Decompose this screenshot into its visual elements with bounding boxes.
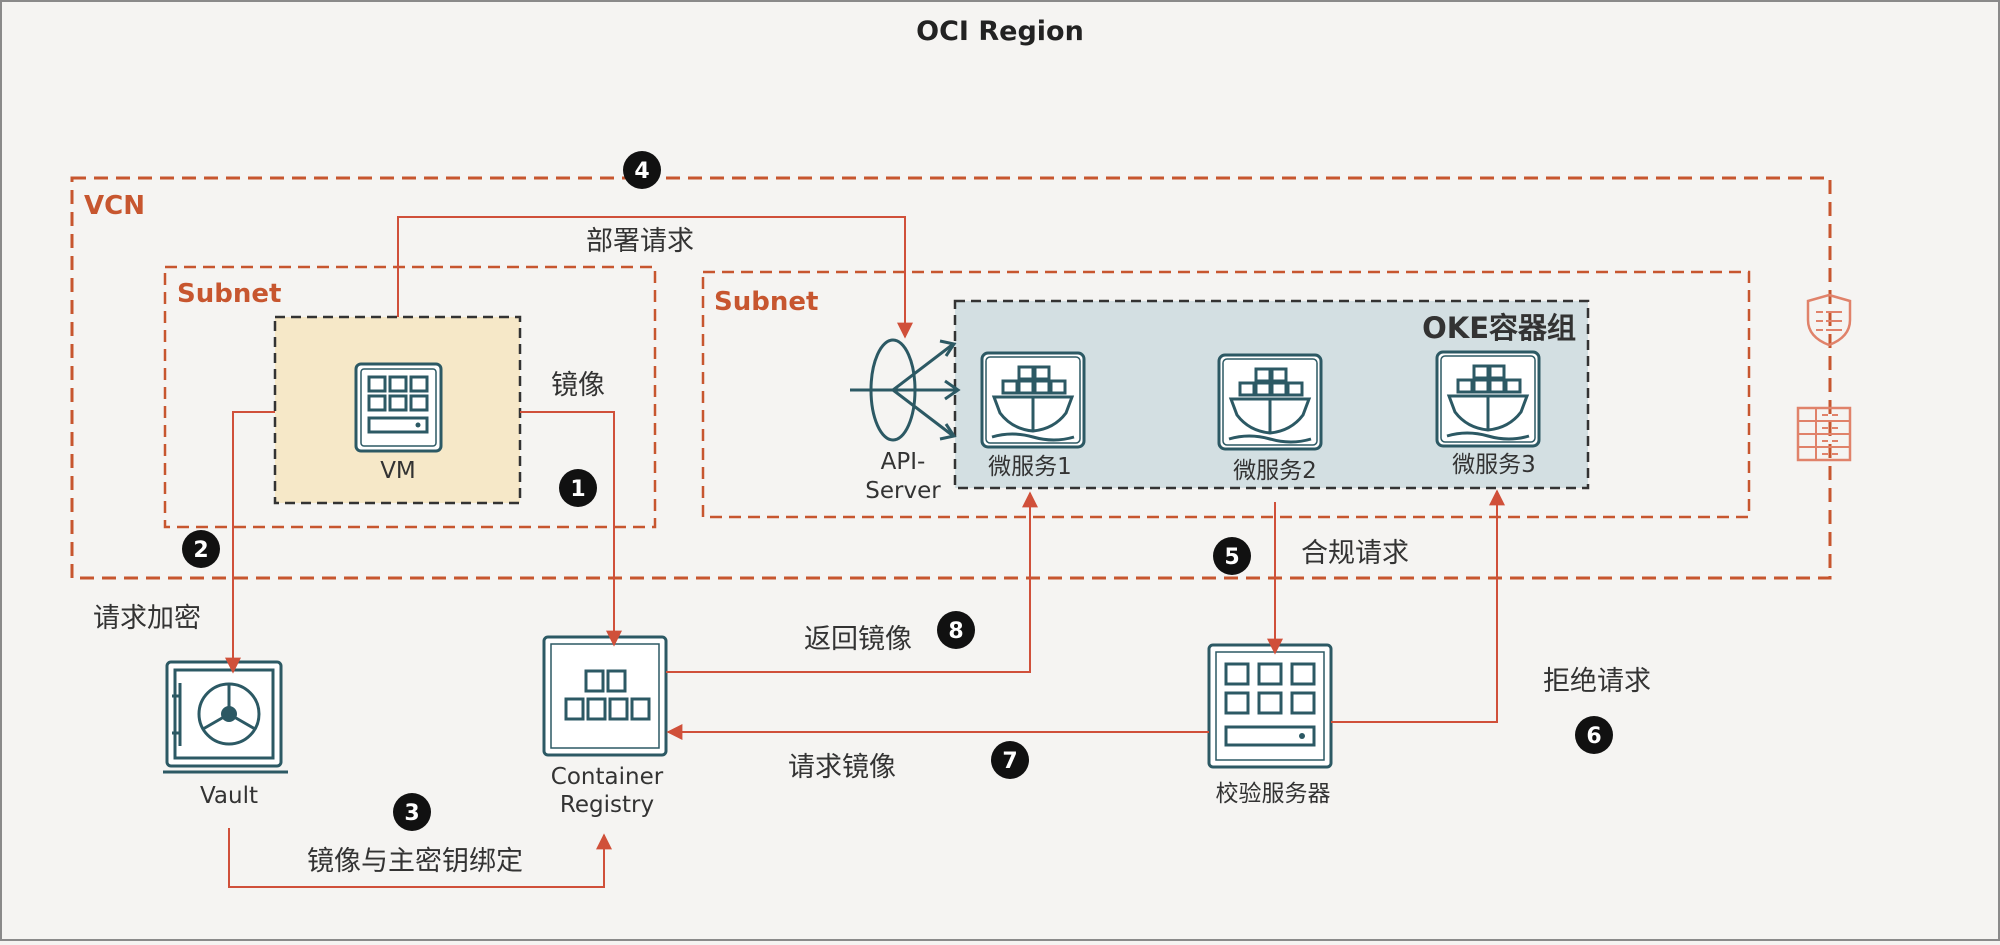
svg-text:3: 3 bbox=[404, 801, 419, 826]
load-balancer-icon bbox=[850, 338, 961, 442]
svg-text:6: 6 bbox=[1586, 724, 1601, 749]
deploy-request-arrow bbox=[397, 216, 913, 339]
registry-label-line1: Container bbox=[551, 764, 664, 790]
step-badge-2: 2 bbox=[182, 530, 220, 568]
route-table-icon bbox=[1796, 406, 1852, 462]
container-ship-icon bbox=[980, 351, 1086, 449]
container-ship-icon bbox=[1217, 353, 1323, 451]
return-image-label: 返回镜像 bbox=[804, 624, 912, 655]
svg-text:4: 4 bbox=[634, 159, 649, 184]
region-title: OCI Region bbox=[916, 16, 1084, 47]
vm-grid-icon bbox=[354, 362, 443, 453]
bind-key-label: 镜像与主密钥绑定 bbox=[307, 846, 523, 877]
request-image-label: 请求镜像 bbox=[788, 752, 896, 783]
bind-key-arrow bbox=[228, 828, 612, 888]
push-image-arrow bbox=[520, 411, 622, 647]
subnet-left-title: Subnet bbox=[177, 279, 281, 309]
subnet-left-zone bbox=[163, 265, 657, 529]
api-server-label-line1: API- bbox=[881, 449, 926, 475]
oke-title: OKE容器组 bbox=[1422, 311, 1576, 345]
reject-request-label: 拒绝请求 bbox=[1543, 666, 1651, 697]
shield-checklist-icon bbox=[1806, 293, 1852, 347]
reject-request-arrow bbox=[1331, 489, 1505, 723]
step-badge-4: 4 bbox=[623, 151, 661, 189]
step-badge-5: 5 bbox=[1213, 537, 1251, 575]
validation-server-label: 校验服务器 bbox=[1216, 781, 1331, 807]
microservice-3-label: 微服务3 bbox=[1452, 452, 1536, 478]
return-image-arrow bbox=[666, 491, 1038, 673]
request-encryption-arrow bbox=[225, 411, 275, 674]
vault-label: Vault bbox=[200, 783, 258, 809]
vault-safe-icon bbox=[163, 660, 288, 774]
server-grid-icon bbox=[1207, 643, 1333, 769]
svg-text:8: 8 bbox=[948, 619, 963, 644]
svg-text:7: 7 bbox=[1002, 749, 1017, 774]
microservice-1-label: 微服务1 bbox=[988, 454, 1072, 480]
vcn-title: VCN bbox=[84, 191, 145, 221]
registry-blocks-icon bbox=[542, 635, 668, 757]
request-encryption-label: 请求加密 bbox=[93, 603, 201, 634]
registry-label-line2: Registry bbox=[560, 792, 654, 818]
compliance-request-label: 合规请求 bbox=[1301, 538, 1409, 569]
svg-text:5: 5 bbox=[1224, 545, 1239, 570]
container-ship-icon bbox=[1435, 350, 1541, 448]
step-badge-6: 6 bbox=[1575, 716, 1613, 754]
subnet-right-zone bbox=[701, 270, 1751, 519]
svg-text:2: 2 bbox=[193, 538, 208, 563]
subnet-right-title: Subnet bbox=[714, 287, 818, 317]
step-badge-3: 3 bbox=[393, 793, 431, 831]
svg-text:1: 1 bbox=[570, 477, 585, 502]
image-label: 镜像 bbox=[551, 370, 605, 401]
step-badge-7: 7 bbox=[991, 741, 1029, 779]
api-server-label-line2: Server bbox=[865, 478, 941, 504]
vm-label: VM bbox=[380, 458, 416, 484]
vcn-zone bbox=[70, 176, 1832, 580]
step-badge-8: 8 bbox=[937, 611, 975, 649]
deploy-request-label: 部署请求 bbox=[586, 226, 694, 257]
step-badge-1: 1 bbox=[559, 469, 597, 507]
microservice-2-label: 微服务2 bbox=[1233, 458, 1317, 484]
